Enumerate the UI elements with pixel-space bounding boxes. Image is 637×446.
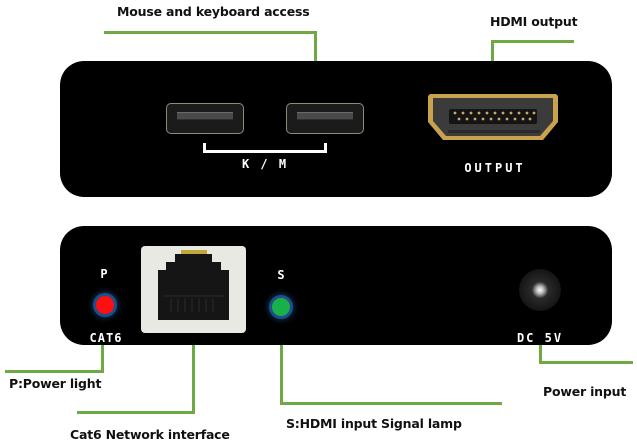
callout-hdmi-input-signal-lamp: S:HDMI input Signal lamp (286, 416, 462, 431)
leader-line-hdmi-output-h (491, 40, 574, 43)
leader-line-signal-lamp-h (280, 402, 502, 405)
dc-power-jack-icon (519, 269, 561, 311)
power-led-label: P (100, 267, 110, 281)
callout-mouse-keyboard-access: Mouse and keyboard access (117, 4, 310, 19)
callout-power-input: Power input (543, 384, 627, 399)
leader-line-power-light-h (5, 370, 104, 373)
dc-power-label: DC 5V (516, 331, 564, 345)
leader-line-power-input-v (539, 344, 542, 364)
leader-line-mouse-keyboard-v (314, 31, 317, 62)
usb-port-2 (286, 103, 364, 134)
usb-port-tongue (177, 112, 233, 120)
hdmi-output-label: OUTPUT (464, 161, 526, 175)
usb-port-1 (166, 103, 244, 134)
network-port-label: CAT6 (89, 331, 123, 345)
leader-line-hdmi-output-v (491, 40, 494, 62)
callout-cat6-network-interface: Cat6 Network interface (70, 427, 230, 442)
leader-line-network-h (77, 411, 195, 414)
callout-hdmi-output: HDMI output (490, 14, 578, 29)
callout-power-light: P:Power light (9, 376, 102, 391)
usb-group-bracket (203, 143, 327, 153)
usb-group-label: K / M (241, 157, 289, 171)
leader-line-mouse-keyboard-h (104, 31, 317, 34)
leader-line-power-light-v (101, 344, 104, 373)
rear-panel: P CAT6 S DC 5V (60, 226, 612, 345)
signal-led-label: S (277, 268, 287, 282)
leader-line-power-input-h (539, 361, 633, 364)
front-panel: K / M OUTPUT (60, 61, 612, 197)
signal-led-icon (272, 298, 290, 316)
usb-port-tongue (297, 112, 353, 120)
leader-line-network-v (192, 344, 195, 414)
rj45-port (141, 246, 246, 333)
power-led-icon (96, 296, 114, 314)
rj45-socket-icon (158, 250, 229, 320)
hdmi-port-icon (428, 94, 558, 140)
leader-line-signal-lamp-v (280, 344, 283, 405)
